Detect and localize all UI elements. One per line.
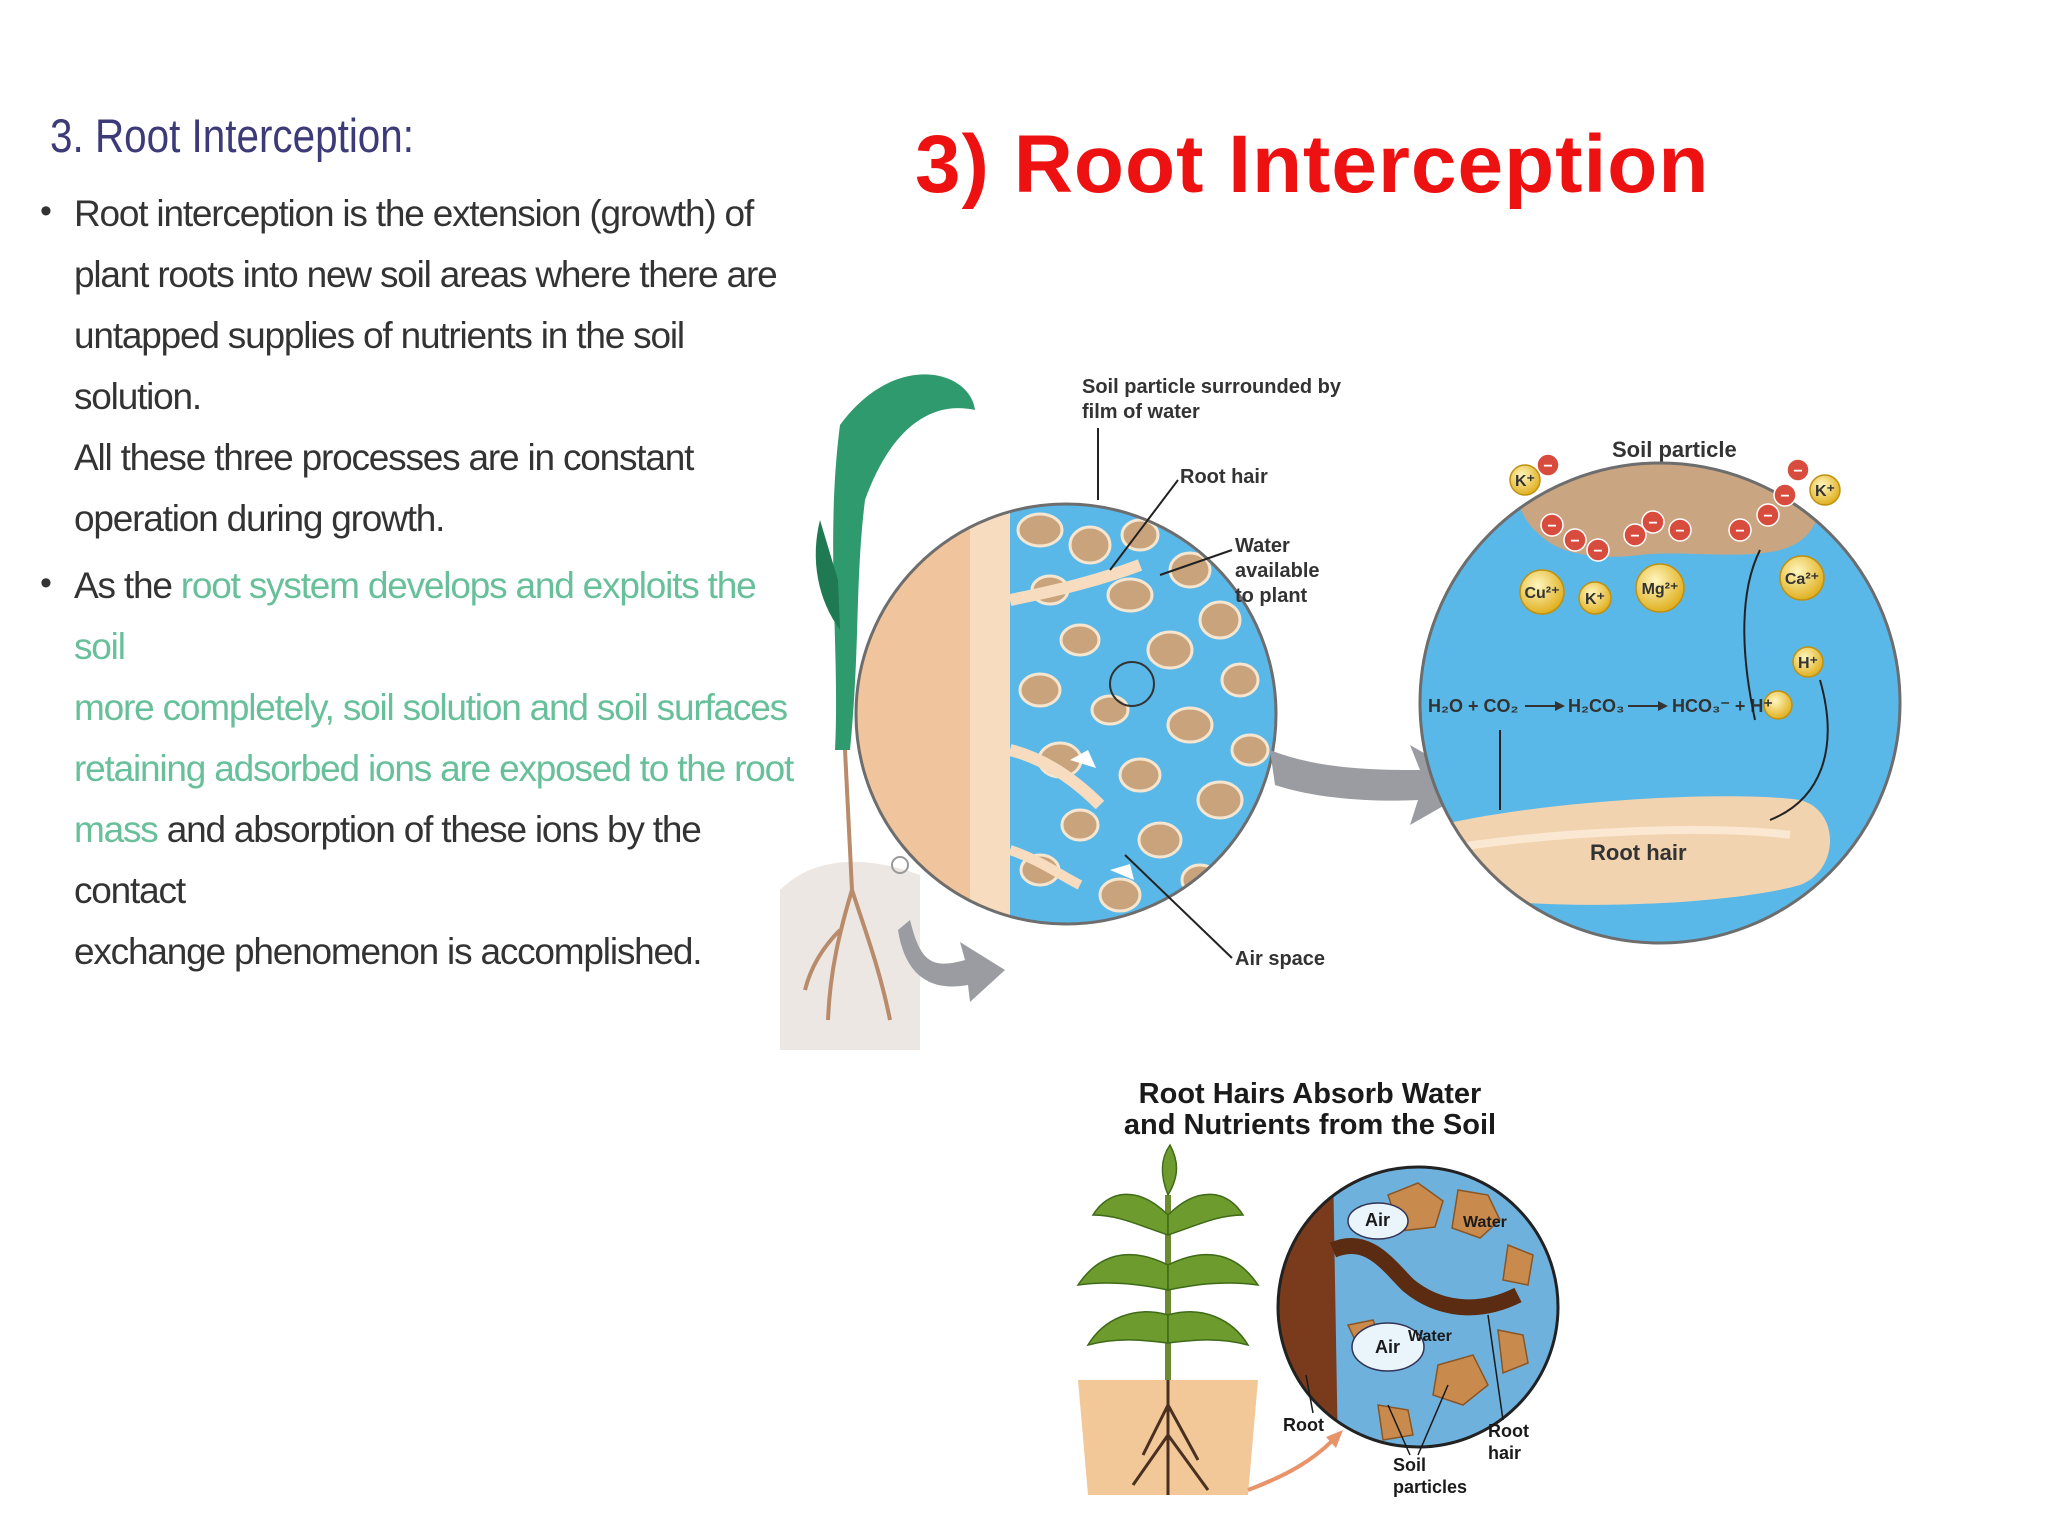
bullet-item-2: • As the root system develops and exploi… <box>40 555 800 982</box>
bullet-item-1: • Root interception is the extension (gr… <box>40 183 800 549</box>
label-root-hair: hair <box>1488 1443 1521 1463</box>
negative-charge-label: − <box>1735 523 1744 540</box>
negative-charge-icons: − − − − − − − − − − − <box>1536 453 1810 562</box>
ion-exchange-circle <box>1418 461 1902 945</box>
label-water: Water <box>1235 535 1290 557</box>
slide-title: 3) Root Interception <box>915 119 1710 210</box>
bullet-text: and absorption of these ions by the cont… <box>74 809 702 911</box>
plant-illustration <box>1076 1143 1260 1495</box>
ion-label-k: K⁺ <box>1515 473 1535 490</box>
bullet-dot-icon: • <box>40 564 52 602</box>
negative-charge-label: − <box>1593 543 1602 560</box>
bullet-dot-icon: • <box>40 192 52 230</box>
negative-charge-label: − <box>1543 458 1552 475</box>
bullet-line: mass and absorption of these ions by the… <box>74 799 800 921</box>
text-panel: 3. Root Interception: • Root interceptio… <box>40 108 800 988</box>
label-soil-film: film of water <box>1082 401 1200 423</box>
negative-charge-label: − <box>1793 463 1802 480</box>
negative-charge-label: − <box>1547 518 1556 535</box>
label-air-space: Air space <box>1235 948 1325 970</box>
negative-charge-label: − <box>1763 508 1772 525</box>
ion-exchange-labels: Soil particle Root hair − − − − − − − − … <box>1428 437 1841 865</box>
ion-label-mg: Mg²⁺ <box>1642 581 1679 598</box>
bullet-text: As the <box>74 565 181 606</box>
plant-sprout-illustration <box>780 374 975 1050</box>
equation-term: HCO₃⁻ + H⁺ <box>1672 696 1773 716</box>
label-air: Air <box>1365 1210 1390 1230</box>
root-hair-absorption-diagram: Root Hairs Absorb Water and Nutrients fr… <box>1076 1078 1560 1497</box>
bottom-diagram-labels: Air Air Water Water Root Soil particles … <box>1283 1210 1529 1497</box>
ion-label-h: H⁺ <box>1798 655 1818 672</box>
arrow-icon <box>898 920 1005 1002</box>
bullet-line: As the root system develops and exploits… <box>74 555 800 677</box>
highlighted-text: mass <box>74 809 159 850</box>
bullet-line: untapped supplies of nutrients in the so… <box>74 315 685 417</box>
negative-charge-label: − <box>1675 523 1684 540</box>
negative-charge-label: − <box>1570 533 1579 550</box>
bullet-line: plant roots into new soil areas where th… <box>74 254 778 295</box>
negative-charge-label: − <box>1630 528 1639 545</box>
negative-charge-label: − <box>1780 488 1789 505</box>
label-water: Water <box>1408 1328 1452 1345</box>
label-water: available <box>1235 560 1320 582</box>
bullet-line: exchange phenomenon is accomplished. <box>74 931 703 972</box>
root-soil-diagram: Soil particle surrounded by film of wate… <box>780 374 1902 1050</box>
exchange-arrows <box>1499 549 1829 821</box>
bullet-line: All these three processes are in constan… <box>74 437 694 478</box>
carbonic-acid-equation: H₂O + CO₂ H₂CO₃ HCO₃⁻ + H⁺ <box>1428 696 1773 716</box>
label-root-hair-zoom: Root hair <box>1590 840 1687 865</box>
label-soil-film: Soil particle surrounded by <box>1082 376 1342 398</box>
label-air: Air <box>1375 1337 1400 1357</box>
bottom-diagram-title: and Nutrients from the Soil <box>1124 1109 1496 1141</box>
ion-label-k: K⁺ <box>1815 483 1835 500</box>
equation-term: H₂CO₃ <box>1568 696 1624 716</box>
label-root-hair: Root <box>1488 1421 1529 1441</box>
highlighted-text: root system develops and exploits the so… <box>74 565 757 667</box>
arrow-head-icon <box>1326 1430 1343 1448</box>
soil-circle-labels: Soil particle surrounded by film of wate… <box>1082 376 1342 970</box>
label-root-hair: Root hair <box>1180 466 1268 488</box>
ion-label-cu: Cu²⁺ <box>1524 585 1559 602</box>
label-soil-particle: Soil particle <box>1612 437 1737 462</box>
ion-label-k: K⁺ <box>1585 591 1605 608</box>
arrow-icon <box>1247 1438 1335 1492</box>
negative-charge-label: − <box>1648 515 1657 532</box>
ion-label-ca: Ca²⁺ <box>1785 571 1819 588</box>
label-root: Root <box>1283 1415 1324 1435</box>
highlighted-text: retaining adsorbed ions are exposed to t… <box>74 748 794 789</box>
label-water: Water <box>1463 1214 1507 1231</box>
soil-zoom-circle <box>1276 1165 1560 1449</box>
label-water: to plant <box>1235 585 1308 607</box>
bullet-line: operation during growth. <box>74 498 445 539</box>
bullet-line: Root interception is the extension (grow… <box>74 193 754 234</box>
label-soil-particles: Soil <box>1393 1455 1426 1475</box>
bottom-diagram-title: Root Hairs Absorb Water <box>1139 1078 1482 1110</box>
section-heading: 3. Root Interception: <box>50 109 415 162</box>
cation-icons: K⁺ K⁺ Cu²⁺ K⁺ Mg²⁺ Ca²⁺ H⁺ <box>1509 464 1841 720</box>
highlighted-text: more completely, soil solution and soil … <box>74 687 788 728</box>
label-soil-particles: particles <box>1393 1477 1467 1497</box>
equation-term: H₂O + CO₂ <box>1428 696 1519 716</box>
